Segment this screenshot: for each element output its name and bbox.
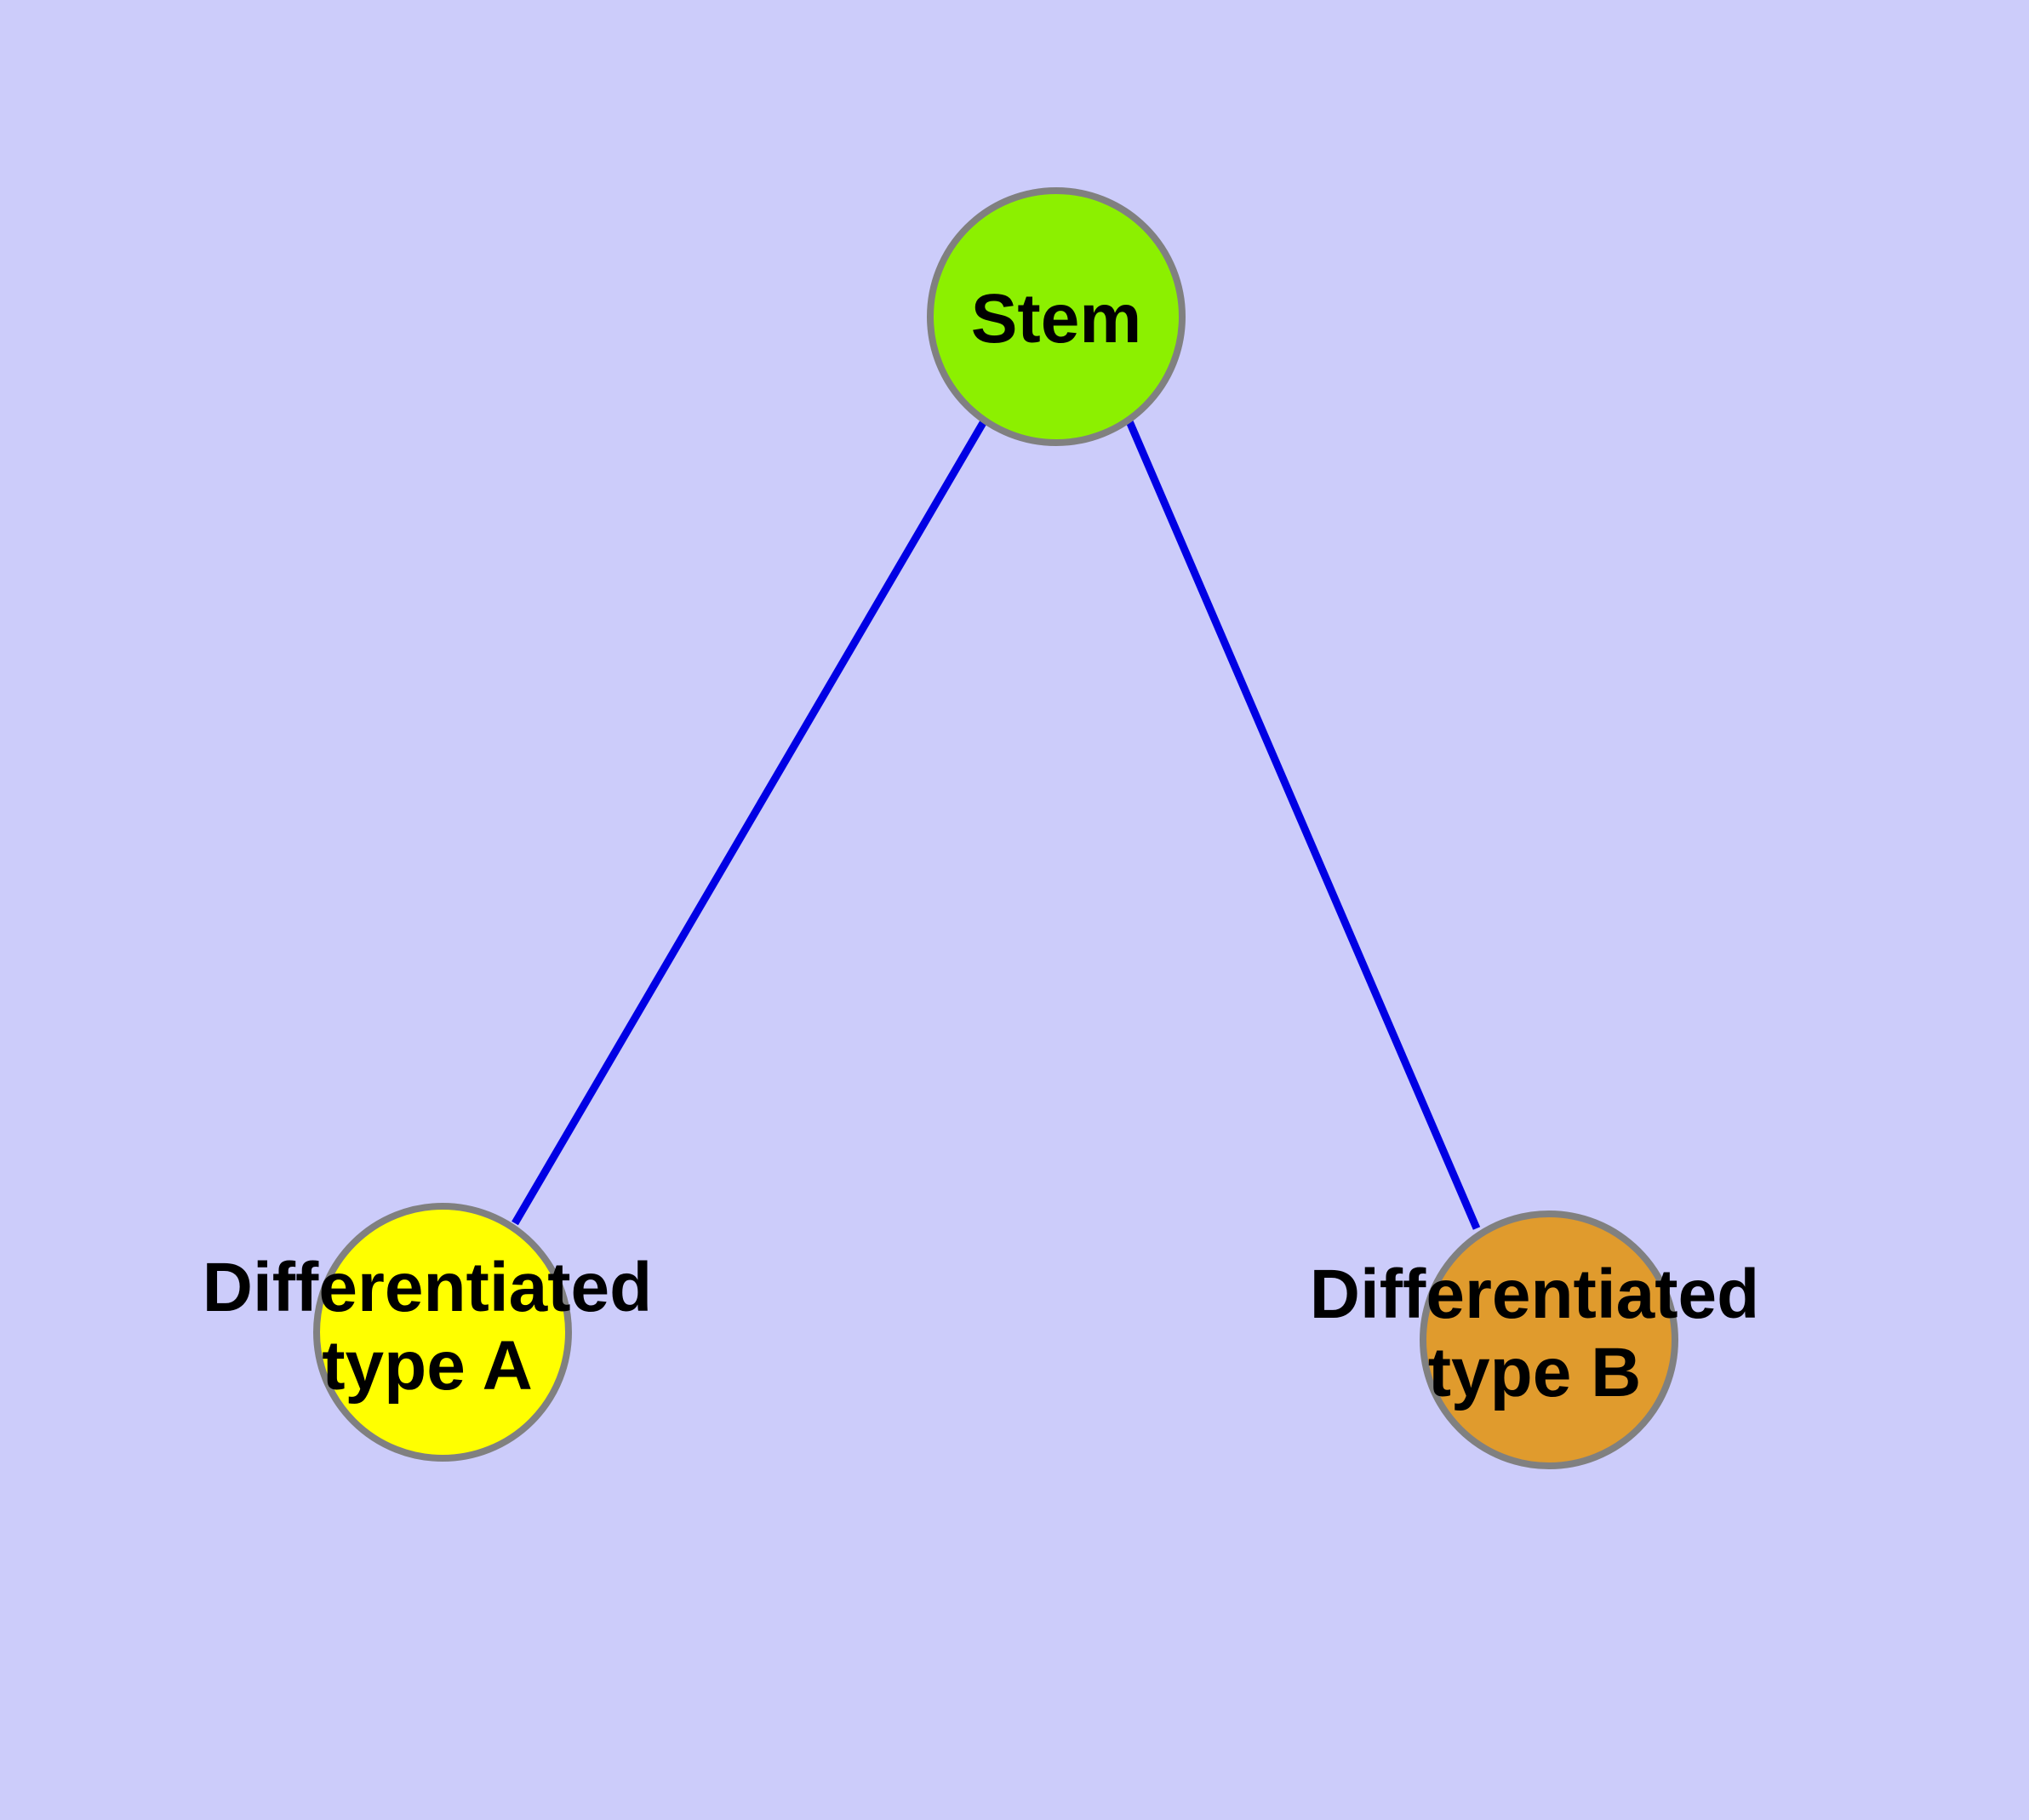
graph-edge-stem-to-type-a[interactable] <box>512 419 987 1226</box>
node-label-line: type B <box>1428 1334 1642 1411</box>
node-label-line: Differentiated <box>203 1249 653 1326</box>
graph-node-stem[interactable] <box>927 187 1186 446</box>
node-label-line: Differentiated <box>1310 1256 1760 1333</box>
graph-edge-stem-to-type-b[interactable] <box>1125 420 1481 1230</box>
node-layer <box>313 187 1678 1469</box>
graph-node-diff-type-a[interactable] <box>313 1203 572 1462</box>
graph-node-diff-type-b[interactable] <box>1420 1210 1678 1469</box>
node-label-stem: Stem <box>971 280 1142 358</box>
node-label-line: Stem <box>971 280 1142 358</box>
edge-layer <box>512 419 1481 1230</box>
node-label-line: type A <box>322 1327 533 1405</box>
